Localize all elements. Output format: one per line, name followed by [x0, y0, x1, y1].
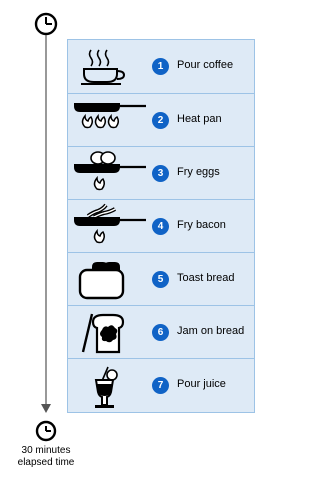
step-number-badge: 1 — [152, 58, 169, 75]
end-clock-icon — [35, 420, 57, 442]
step-number-badge: 4 — [152, 218, 169, 235]
step-label: Fry eggs — [177, 166, 220, 178]
coffee-cup-icon — [81, 49, 126, 85]
step-label: Fry bacon — [177, 219, 226, 231]
step-row: 4 Fry bacon — [68, 199, 254, 252]
step-row: 6 Jam on bread — [68, 305, 254, 358]
step-label: Jam on bread — [177, 325, 245, 337]
elapsed-minutes-text: 30 minutes — [21, 445, 71, 456]
jam-bread-icon — [81, 313, 125, 354]
step-row: 3 Fry eggs — [68, 146, 254, 199]
frying-pan-flames-icon — [74, 103, 146, 129]
steps-panel: 1 Pour coffee 2 Heat pan 3 Fry eggs — [67, 39, 255, 413]
step-label: Heat pan — [177, 113, 222, 125]
step-row: 5 Toast bread — [68, 252, 254, 305]
step-label: Pour juice — [177, 378, 226, 390]
elapsed-time-text: elapsed time — [17, 457, 75, 468]
step-number-badge: 5 — [152, 271, 169, 288]
frying-bacon-icon — [74, 203, 146, 244]
toaster-icon — [78, 262, 125, 300]
step-label: Toast bread — [177, 272, 235, 284]
timeline — [34, 12, 58, 442]
step-label: Pour coffee — [177, 59, 234, 71]
timeline-arrowhead — [41, 404, 51, 413]
step-number-badge: 3 — [152, 165, 169, 182]
step-number-badge: 6 — [152, 324, 169, 341]
step-number-badge: 7 — [152, 377, 169, 394]
step-row: 2 Heat pan — [68, 93, 254, 146]
step-number-badge: 2 — [152, 112, 169, 129]
frying-eggs-icon — [74, 151, 146, 191]
juice-glass-icon — [94, 366, 118, 408]
start-clock-icon — [34, 12, 58, 36]
step-row: 1 Pour coffee — [68, 40, 254, 93]
elapsed-time-label: 30 minutes elapsed time — [0, 445, 92, 469]
step-row: 7 Pour juice — [68, 358, 254, 411]
